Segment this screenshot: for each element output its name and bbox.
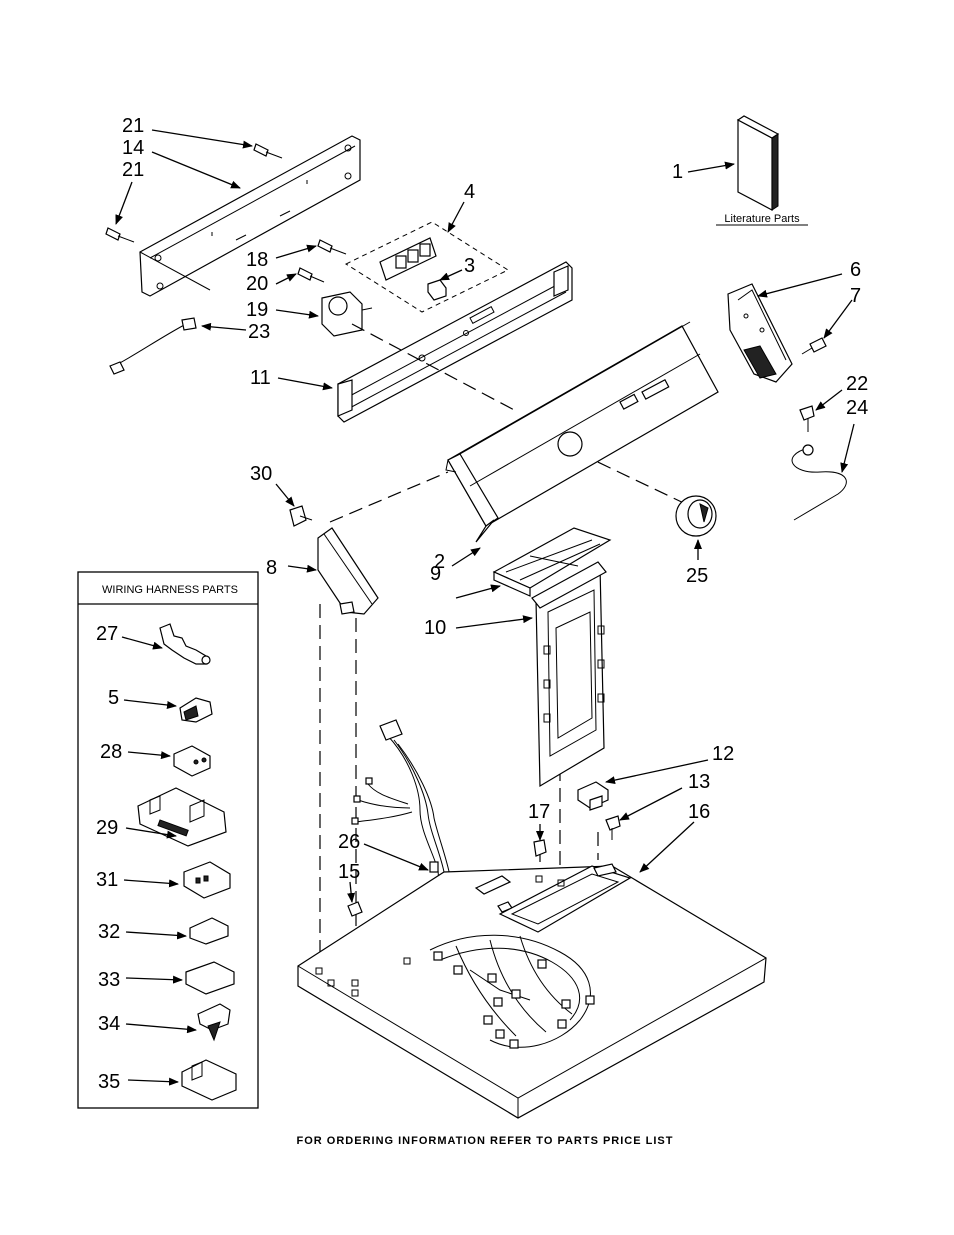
callout-10: 10 xyxy=(424,617,446,639)
push-button-switch xyxy=(379,237,437,281)
callout-31: 31 xyxy=(96,869,118,891)
callout-1: 1 xyxy=(672,161,683,183)
callout-3: 3 xyxy=(464,255,475,277)
callout-11: 11 xyxy=(250,367,271,389)
callout-24: 24 xyxy=(846,397,868,419)
callout-6: 6 xyxy=(850,259,861,281)
top-cover-16 xyxy=(297,863,767,1119)
terminal-27 xyxy=(159,623,211,665)
footer-ordering-note: FOR ORDERING INFORMATION REFER TO PARTS … xyxy=(297,1135,674,1147)
alignment-line xyxy=(329,471,449,523)
screw-20 xyxy=(297,267,325,283)
wiring-harness-box-title: WIRING HARNESS PARTS xyxy=(102,584,238,596)
switch-button-3 xyxy=(427,279,447,301)
connector-5 xyxy=(179,697,213,723)
callout-4: 4 xyxy=(464,181,475,203)
alignment-line xyxy=(351,323,519,413)
console-channel-11 xyxy=(337,261,573,423)
switch-assembly-outline xyxy=(344,221,510,313)
wire-23 xyxy=(109,317,197,375)
callout-13: 13 xyxy=(688,771,710,793)
connector-31 xyxy=(183,861,231,899)
internal-harness xyxy=(429,934,595,1049)
callout-25: 25 xyxy=(686,565,708,587)
callout-16: 16 xyxy=(688,801,710,823)
callout-8: 8 xyxy=(266,557,277,579)
connector-33 xyxy=(185,961,235,995)
callout-29: 29 xyxy=(96,817,118,839)
end-cap-right-6 xyxy=(727,283,793,383)
screw-7 xyxy=(801,337,827,355)
screw-17 xyxy=(533,839,547,857)
callout-2: 2 xyxy=(434,551,445,573)
ground-wire-24 xyxy=(791,444,847,521)
rear-console-bracket xyxy=(139,135,361,297)
connector-28 xyxy=(173,745,211,777)
screw-21-top xyxy=(253,143,283,159)
callout-35: 35 xyxy=(98,1071,120,1093)
callout-19: 19 xyxy=(246,299,268,321)
literature-parts-label: Literature Parts xyxy=(724,213,800,225)
callout-7: 7 xyxy=(850,285,861,307)
callout-22: 22 xyxy=(846,373,868,395)
wiring-harness-parts-box xyxy=(77,571,259,1109)
callout-5: 5 xyxy=(108,687,119,709)
callout-30: 30 xyxy=(250,463,272,485)
lint-screen-2 xyxy=(492,527,612,597)
callout-17: 17 xyxy=(528,801,550,823)
screw-18 xyxy=(317,239,347,255)
timer-19 xyxy=(321,291,373,337)
callout-20: 20 xyxy=(246,273,268,295)
console-9 xyxy=(445,321,719,543)
leader-lines xyxy=(115,129,855,1086)
screw-21-left xyxy=(105,227,135,243)
duct-clip-12 xyxy=(577,781,609,811)
callout-14: 14 xyxy=(122,137,144,159)
callout-12: 12 xyxy=(712,743,734,765)
callout-21-bottom: 21 xyxy=(122,159,144,181)
callout-27: 27 xyxy=(96,623,118,645)
callout-18: 18 xyxy=(246,249,268,271)
knob-25 xyxy=(675,495,717,537)
end-cap-left-8 xyxy=(317,527,379,615)
connector-block-29 xyxy=(137,787,227,847)
callout-33: 33 xyxy=(98,969,120,991)
clip-30 xyxy=(289,505,313,527)
callout-26: 26 xyxy=(338,831,360,853)
callout-32: 32 xyxy=(98,921,120,943)
callout-34: 34 xyxy=(98,1013,120,1035)
callout-21-top: 21 xyxy=(122,115,144,137)
callout-23: 23 xyxy=(248,321,270,343)
connector-35 xyxy=(181,1059,237,1101)
callout-28: 28 xyxy=(100,741,122,763)
screw-22 xyxy=(799,405,815,432)
screw-13 xyxy=(605,815,621,840)
lint-duct-10 xyxy=(531,561,607,788)
callout-15: 15 xyxy=(338,861,360,883)
callout-9: 9 xyxy=(430,563,441,585)
clip-34 xyxy=(197,1003,231,1042)
literature-parts-booklet xyxy=(736,115,780,211)
clip-15 xyxy=(347,901,363,917)
connector-32 xyxy=(189,917,229,945)
